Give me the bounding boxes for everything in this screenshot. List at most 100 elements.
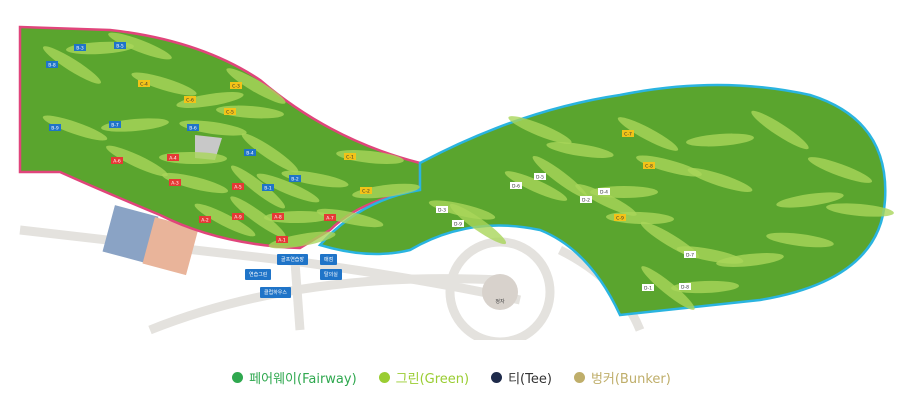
- hole-badge: [642, 284, 654, 291]
- hole-marker-a-9[interactable]: A-9: [232, 213, 244, 221]
- legend-item-green: 그린(Green): [378, 368, 470, 387]
- facility-label: 연습그린: [245, 269, 272, 280]
- hole-label: D-1: [644, 286, 652, 292]
- hole-badge: [614, 214, 626, 221]
- hole-label: A-5: [234, 185, 242, 191]
- fairway: [194, 203, 256, 237]
- hole-marker-b-3[interactable]: B-3: [74, 44, 86, 52]
- fairway: [617, 117, 679, 151]
- hole-badge: [262, 184, 274, 191]
- hole-label: C-2: [362, 189, 370, 195]
- hole-marker-b-2[interactable]: B-2: [289, 175, 301, 183]
- legend-label: 그린(Green): [395, 372, 470, 387]
- hole-badge: [244, 149, 256, 156]
- legend-item-fairway: 페어웨이(Fairway): [232, 368, 357, 387]
- hole-badge: [324, 214, 336, 221]
- hole-badge: [622, 130, 634, 137]
- fairway: [532, 155, 588, 199]
- fairway: [42, 46, 102, 84]
- hole-marker-d-6[interactable]: D-6: [510, 182, 522, 190]
- hole-markers: A-1 A-2 A-3 A-4A-5 A-6A-7 A-8 A-9 B-1 B-2 B-3B-4 B…: [46, 42, 696, 292]
- facility-label: 탈의실: [320, 269, 342, 280]
- hole-marker-a-1[interactable]: A-1: [276, 236, 288, 244]
- fairway: [546, 142, 614, 158]
- hole-label: C-7: [624, 132, 632, 138]
- hole-marker-d-5[interactable]: D-5: [534, 173, 546, 181]
- legend-item-bunker: 벙커(Bunker): [573, 368, 671, 387]
- facility-label: 클럽하우스: [260, 287, 292, 298]
- hole-marker-c-6[interactable]: C-6: [184, 96, 196, 104]
- hole-marker-a-8[interactable]: A-8: [272, 213, 284, 221]
- hole-badge: [643, 162, 655, 169]
- hole-marker-b-1[interactable]: B-1: [262, 184, 274, 192]
- hole-marker-c-5[interactable]: C-5: [224, 108, 236, 116]
- hole-marker-c-2[interactable]: C-2: [360, 187, 372, 195]
- fairway: [640, 221, 700, 259]
- hole-marker-c-8[interactable]: C-8: [643, 162, 655, 170]
- fairway-dot-icon: [232, 372, 244, 383]
- hole-label: B-8: [48, 63, 56, 69]
- fairway: [230, 196, 286, 238]
- hole-marker-b-4[interactable]: B-4: [244, 149, 256, 157]
- hole-marker-c-9[interactable]: C-9: [614, 214, 626, 222]
- hole-marker-b-6[interactable]: B-6: [187, 124, 199, 132]
- hole-marker-b-7[interactable]: B-7: [109, 121, 121, 129]
- hole-label: B-3: [76, 46, 84, 52]
- hole-badge: [580, 196, 592, 203]
- hole-marker-d-2[interactable]: D-2: [580, 196, 592, 204]
- hole-marker-b-9[interactable]: B-9: [49, 124, 61, 132]
- hole-marker-a-4[interactable]: A-4: [167, 154, 179, 162]
- hole-label: D-2: [582, 198, 590, 204]
- hole-badge: [187, 124, 199, 131]
- hole-badge: [111, 157, 123, 164]
- hole-marker-c-1[interactable]: C-1: [344, 153, 356, 161]
- hole-marker-a-3[interactable]: A-3: [169, 179, 181, 187]
- hole-marker-d-4[interactable]: D-4: [598, 188, 610, 196]
- hole-label: B-6: [189, 126, 197, 132]
- hole-marker-b-5[interactable]: B-5: [114, 42, 126, 50]
- hole-badge: [199, 216, 211, 223]
- hole-marker-d-7[interactable]: D-7: [684, 251, 696, 259]
- hole-badge: [679, 283, 691, 290]
- hole-badge: [436, 206, 448, 213]
- hole-badge: [598, 188, 610, 195]
- hole-badge: [276, 236, 288, 243]
- fairway: [108, 32, 172, 60]
- fairway: [636, 155, 702, 177]
- hole-label: B-1: [264, 186, 272, 192]
- hole-badge: [138, 80, 150, 87]
- fairway: [230, 165, 286, 209]
- hole-label: B-7: [111, 123, 119, 129]
- legend-label: 티(Tee): [508, 372, 552, 387]
- hole-marker-a-2[interactable]: A-2: [199, 216, 211, 224]
- hole-marker-c-7[interactable]: C-7: [622, 130, 634, 138]
- fairway: [449, 203, 507, 245]
- hole-label: A-4: [169, 156, 177, 162]
- legend: 페어웨이(Fairway) 그린(Green) 티(Tee) 벙커(Bunker…: [0, 368, 903, 387]
- hole-marker-c-4[interactable]: C-4: [138, 80, 150, 88]
- hole-marker-a-6[interactable]: A-6: [111, 157, 123, 165]
- hole-marker-d-8[interactable]: D-8: [679, 283, 691, 291]
- hole-label: A-9: [234, 215, 242, 221]
- fairway: [281, 170, 349, 188]
- hole-marker-d-9[interactable]: D-9: [452, 220, 464, 228]
- hole-label: A-8: [274, 215, 282, 221]
- fairway: [508, 116, 572, 144]
- hole-label: B-2: [291, 177, 299, 183]
- hole-label: C-8: [645, 164, 653, 170]
- fairway: [716, 253, 784, 267]
- hole-marker-c-3[interactable]: C-3: [230, 82, 242, 90]
- hole-label: D-9: [454, 222, 462, 228]
- fairway: [256, 173, 320, 203]
- hole-marker-d-3[interactable]: D-3: [436, 206, 448, 214]
- facility-label: 골프연습장: [277, 254, 309, 265]
- hole-marker-a-5[interactable]: A-5: [232, 183, 244, 191]
- tennis-courts: [102, 205, 199, 276]
- fairway: [687, 168, 753, 192]
- fairway: [751, 110, 809, 150]
- hole-label: D-4: [600, 190, 608, 196]
- hole-marker-b-8[interactable]: B-8: [46, 61, 58, 69]
- hole-marker-d-1[interactable]: D-1: [642, 284, 654, 292]
- west-course: [18, 25, 422, 250]
- hole-marker-a-7[interactable]: A-7: [324, 214, 336, 222]
